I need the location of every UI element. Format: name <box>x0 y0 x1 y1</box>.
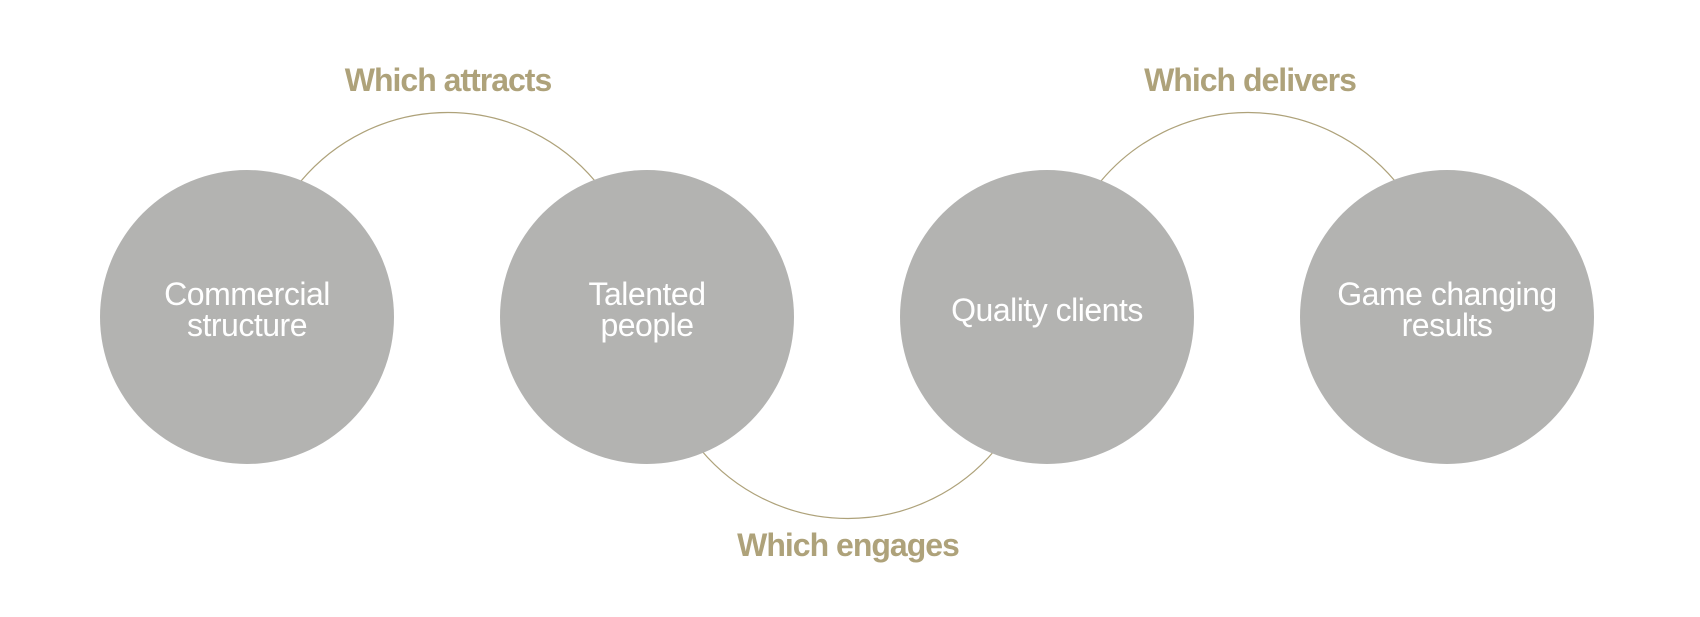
arc-attracts <box>300 111 596 182</box>
arc-engages <box>700 449 996 520</box>
node-quality-clients: Quality clients <box>900 170 1194 464</box>
node-commercial-structure: Commercial structure <box>100 170 394 464</box>
arc-delivers <box>1100 111 1396 182</box>
link-label-attracts: Which attracts <box>344 62 552 98</box>
node-game-changing-results: Game changing results <box>1300 170 1594 464</box>
node-label: Talented people <box>588 276 706 343</box>
node-label: Quality clients <box>951 291 1143 328</box>
link-label-engages: Which engages <box>737 527 960 563</box>
node-label: Commercial structure <box>164 276 330 343</box>
node-label: Game changing results <box>1337 276 1557 343</box>
link-label-delivers: Which delivers <box>1144 62 1357 98</box>
node-talented-people: Talented people <box>500 170 794 464</box>
